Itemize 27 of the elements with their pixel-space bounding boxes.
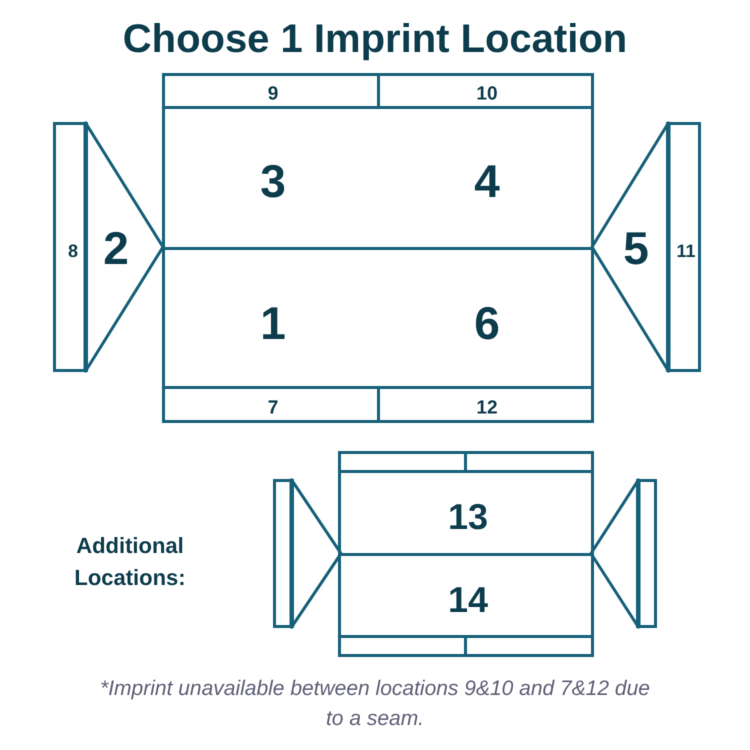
location-number: 1 [260, 300, 286, 346]
empty-panel [272, 478, 294, 628]
location-number: 10 [476, 84, 498, 104]
location-number: 7 [268, 398, 278, 418]
location-number: 8 [68, 242, 78, 260]
location-number: 6 [474, 300, 500, 346]
triangle-panel [290, 478, 340, 628]
imprint-area [52, 122, 88, 372]
triangle-panel [84, 122, 162, 372]
location-number: 11 [676, 242, 696, 260]
title: Choose 1 Imprint Location [122, 16, 628, 63]
empty-panel [636, 478, 656, 628]
location-number: 14 [448, 582, 488, 618]
location-number: 2 [103, 225, 129, 271]
location-number: 5 [623, 225, 649, 271]
empty-panel [338, 450, 466, 472]
imprint-area [162, 72, 380, 108]
location-number: 3 [260, 158, 286, 204]
triangle-panel [592, 122, 668, 372]
location-number: 4 [474, 158, 500, 204]
triangle-panel [590, 478, 638, 628]
imprint-area [666, 122, 700, 372]
location-number: 9 [268, 84, 278, 104]
footnote: *Imprint unavailable between locations 9&10 and 7&12 due to a seam. [99, 676, 651, 732]
location-number: 12 [476, 398, 498, 418]
location-number: 13 [448, 499, 488, 535]
section-label: Additional Locations: [73, 532, 187, 592]
